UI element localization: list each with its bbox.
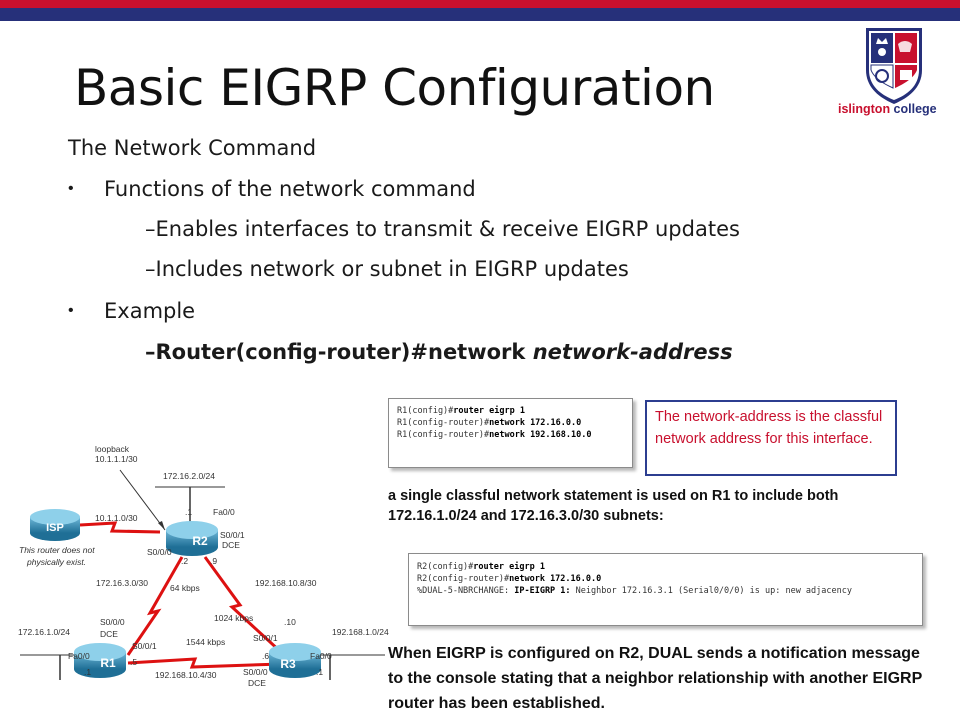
r2-fa-label: Fa0/0 [213, 507, 235, 517]
command-syntax: –Router(config-router)#network network-a… [145, 340, 733, 364]
r1r2-bw-label: 64 kbps [170, 583, 200, 593]
r1-cli-box: R1(config)#router eigrp 1 R1(config-rout… [388, 398, 633, 468]
loopback-label: loopback [95, 444, 130, 454]
r1r3-bw-label: 1544 kbps [186, 637, 225, 647]
router-isp: ISP [30, 509, 80, 541]
r2-host-2: .2 [181, 556, 188, 566]
router-label-r1: R1 [100, 656, 116, 670]
subbullet-enables: –Enables interfaces to transmit & receiv… [145, 217, 740, 241]
r2-cli-box: R2(config)#router eigrp 1 R2(config-rout… [408, 553, 923, 626]
router-r3: R3 [269, 643, 321, 678]
bullet-icon: • [68, 302, 74, 319]
serial-link-r2-r3 [203, 556, 284, 655]
lan-r3-label: 192.168.1.0/24 [332, 627, 389, 637]
serial-link-r1-r3 [127, 657, 283, 669]
cli-line: R2(config)#router eigrp 1 [417, 562, 545, 572]
cli-line: R1(config-router)#network 172.16.0.0 [397, 418, 582, 428]
top-divider [0, 21, 830, 23]
bullet-example: Example [104, 299, 196, 323]
router-r1: R1 [74, 643, 126, 678]
serial-link-r1-r2 [126, 556, 184, 656]
bullet-functions: Functions of the network command [104, 177, 476, 201]
r1-s001-label: S0/0/1 [132, 641, 157, 651]
r1-host-1: .1 [84, 667, 91, 677]
r1-fa-label: Fa0/0 [68, 651, 90, 661]
subbullet-includes: –Includes network or subnet in EIGRP upd… [145, 257, 629, 281]
top-red-bar [0, 0, 960, 8]
subtitle-network-command: The Network Command [68, 136, 317, 160]
college-logo-text: islington college [838, 102, 937, 116]
bullet-icon: • [68, 180, 74, 197]
r2r3-bw-label: 1024 kbps [214, 613, 253, 623]
r2-host-1: .1 [185, 507, 192, 517]
college-crest-logo [866, 28, 922, 104]
r2-host-9: .9 [210, 556, 217, 566]
r3-s001-label: S0/0/1 [253, 633, 278, 643]
r2-s000-label: S0/0/0 [147, 547, 172, 557]
r3-host-6: .6 [262, 651, 269, 661]
r1-s000-label: S0/0/0 [100, 617, 125, 627]
r1-dce-label: DCE [100, 629, 118, 639]
isp-note-line2: physically exist. [26, 557, 86, 567]
r3-dce-label: DCE [248, 678, 266, 688]
r2-dce-label: DCE [222, 540, 240, 550]
cli-line: R1(config-router)#network 192.168.10.0 [397, 430, 592, 440]
loopback-arrow [119, 469, 166, 531]
r3-s000-label: S0/0/0 [243, 667, 268, 677]
slide-title: Basic EIGRP Configuration [74, 59, 715, 117]
isp-link-label: 10.1.1.0/30 [95, 513, 138, 523]
r3-host-10: .10 [284, 617, 296, 627]
router-label-r3: R3 [280, 657, 296, 671]
topology-diagram: ISP R2 R1 R3 loopback 10.1.1.1/30 172.16… [18, 444, 389, 688]
r3-fa-label: Fa0/0 [310, 651, 332, 661]
lan-r2-label: 172.16.2.0/24 [163, 471, 215, 481]
router-label-r2: R2 [192, 534, 208, 548]
top-blue-bar [0, 8, 960, 21]
r1r3-net-label: 192.168.10.4/30 [155, 670, 217, 680]
r2r3-net-label: 192.168.10.8/30 [255, 578, 317, 588]
r2-s001-label: S0/0/1 [220, 530, 245, 540]
cli-line: R1(config)#router eigrp 1 [397, 406, 525, 416]
router-label-isp: ISP [46, 522, 64, 534]
r1r2-net-label: 172.16.3.0/30 [96, 578, 148, 588]
command-argument: network-address [532, 340, 733, 364]
lan-r1-label: 172.16.1.0/24 [18, 627, 70, 637]
loopback-ip-label: 10.1.1.1/30 [95, 454, 138, 464]
r1-host-5: .5 [130, 657, 137, 667]
serial-link-isp-r2 [79, 521, 161, 534]
caption-r1: a single classful network statement is u… [388, 488, 839, 524]
caption-r2: When EIGRP is configured on R2, DUAL sen… [388, 645, 922, 712]
router-r2: R2 [166, 521, 218, 556]
isp-note-line1: This router does not [19, 545, 95, 555]
cli-line: %DUAL-5-NBRCHANGE: IP-EIGRP 1: Neighbor … [417, 586, 852, 596]
network-address-note: The network-address is the classful netw… [645, 400, 897, 476]
r3-host-1: .1 [316, 667, 323, 677]
cli-line: R2(config-router)#network 172.16.0.0 [417, 574, 602, 584]
